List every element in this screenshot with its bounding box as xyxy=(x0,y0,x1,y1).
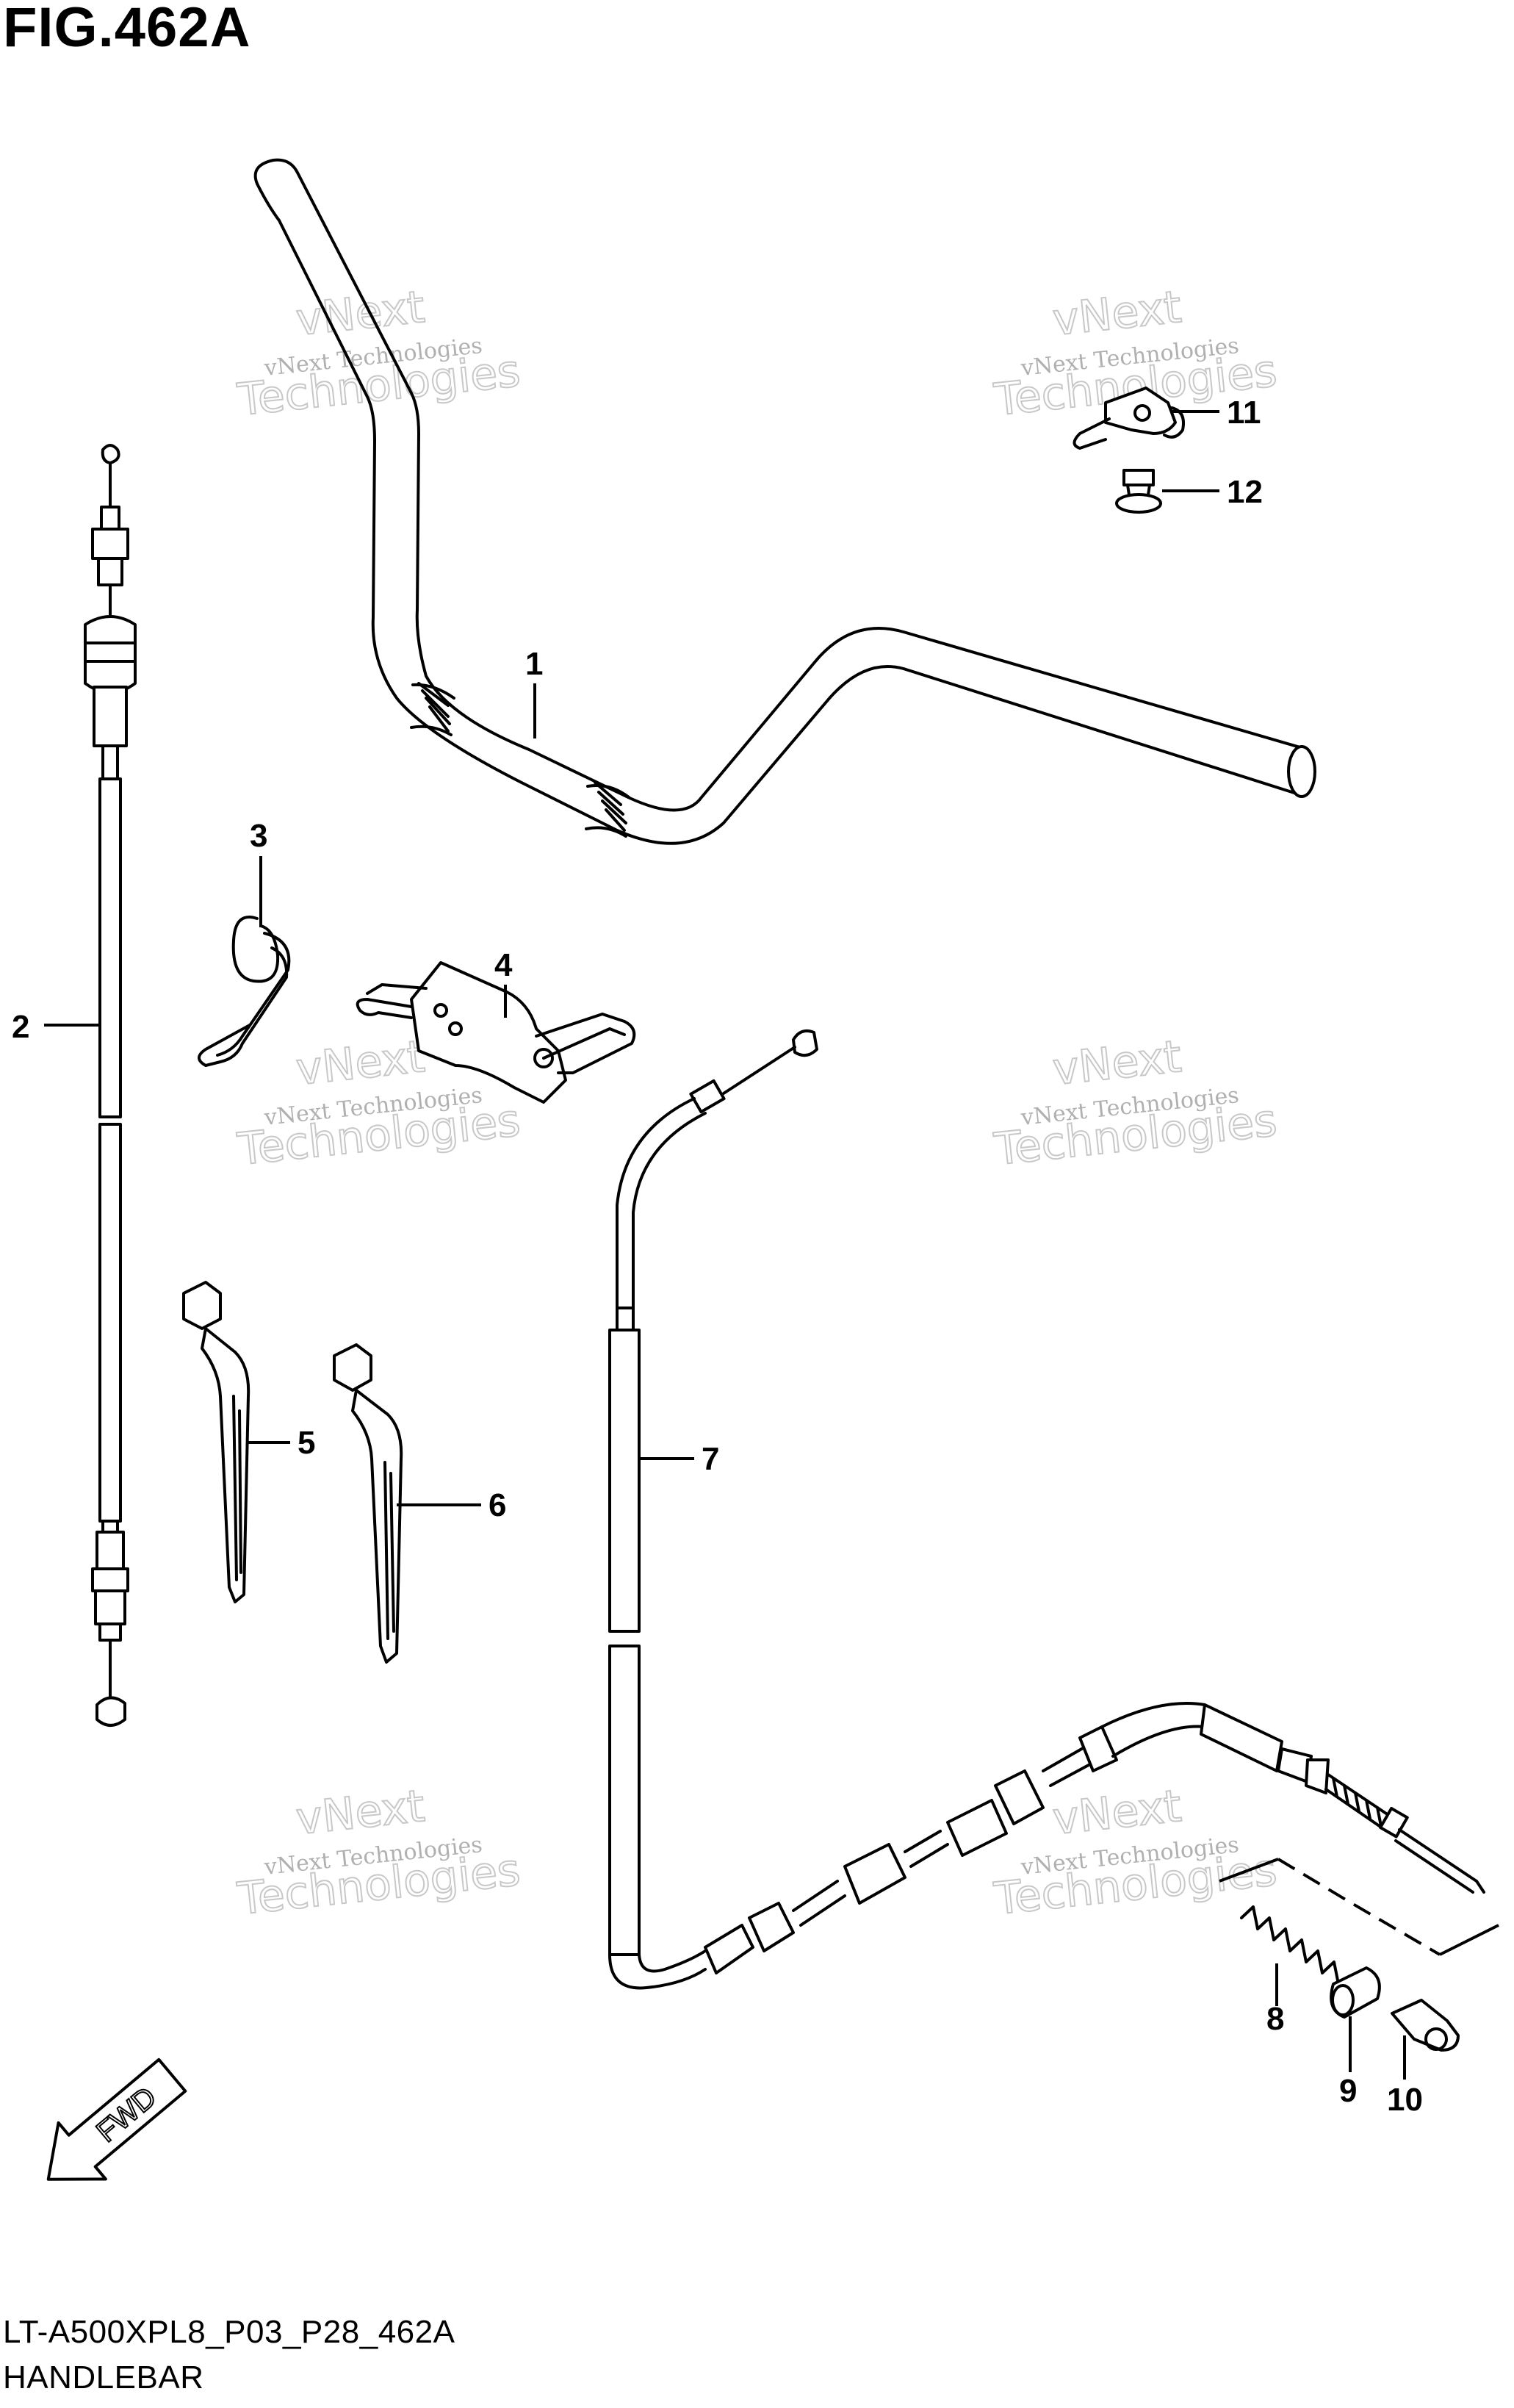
callout-12: 12 xyxy=(1227,474,1263,510)
figure-title: FIG.462A xyxy=(3,0,251,59)
callout-3: 3 xyxy=(250,818,267,854)
bracket-part-4 xyxy=(356,961,636,1104)
fitting-part-10 xyxy=(1391,1999,1460,2052)
callout-5: 5 xyxy=(298,1425,315,1461)
watermark-top: vNext xyxy=(1050,1031,1184,1096)
clip-part-3 xyxy=(198,916,291,1067)
watermark-top: vNext xyxy=(1050,281,1184,346)
watermark-top: vNext xyxy=(294,1780,428,1845)
callout-8: 8 xyxy=(1266,2001,1284,2037)
knurl-band xyxy=(410,682,455,736)
knurl-band xyxy=(585,781,630,838)
callout-4: 4 xyxy=(494,947,513,983)
sleeve-part-9 xyxy=(1330,1966,1381,2019)
strap-part-6 xyxy=(333,1343,403,1664)
spring-part-8 xyxy=(1240,1905,1340,1985)
figure-name: HANDLEBAR xyxy=(3,2360,204,2396)
handlebar-part xyxy=(253,158,1316,845)
callout-10: 10 xyxy=(1387,2082,1423,2118)
callout-11: 11 xyxy=(1227,395,1261,431)
cable-part-2 xyxy=(84,444,137,1727)
callout-group: 1 2 3 4 5 6 7 8 9 10 11 12 xyxy=(12,395,1423,2118)
cable-part-7 xyxy=(608,1029,1499,1990)
leader-lines xyxy=(44,410,1406,2080)
screw-part-12 xyxy=(1115,469,1162,514)
watermark-top: vNext xyxy=(1050,1780,1184,1845)
callout-1: 1 xyxy=(525,646,543,682)
figure-code: LT-A500XPL8_P03_P28_462A xyxy=(3,2314,455,2350)
lever-part-11 xyxy=(1073,387,1185,450)
forward-arrow-icon: FWD xyxy=(46,2057,187,2181)
watermark-top: vNext xyxy=(294,1031,428,1096)
callout-6: 6 xyxy=(489,1487,506,1523)
strap-part-5 xyxy=(182,1281,250,1603)
callout-9: 9 xyxy=(1339,2073,1357,2109)
callout-2: 2 xyxy=(12,1009,29,1045)
watermark-group: vNext Technologies vNext Technologies vN… xyxy=(234,281,1280,1926)
callout-7: 7 xyxy=(702,1441,719,1477)
